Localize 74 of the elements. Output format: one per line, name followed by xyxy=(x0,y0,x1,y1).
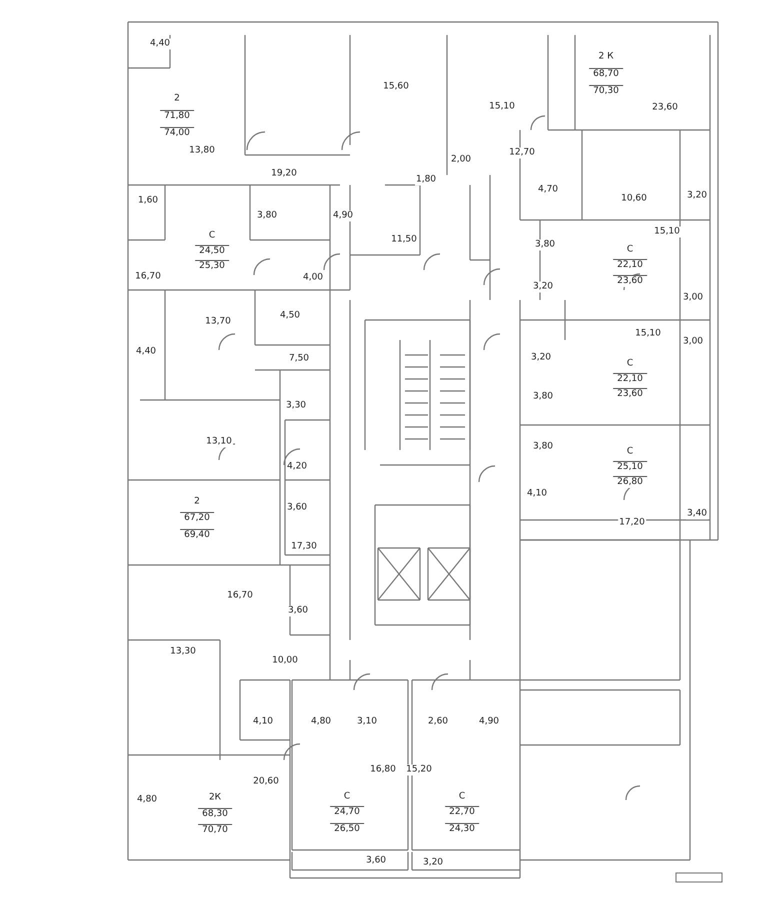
room-area-label: 15,10 xyxy=(634,328,662,340)
apartment-area-label: 22,10 xyxy=(613,259,647,271)
room-area-label: 16,70 xyxy=(134,272,162,282)
apartment-area-label: 70,30 xyxy=(589,85,623,97)
apartment-area-label: 22,10 xyxy=(613,373,647,385)
room-area-label: 3,20 xyxy=(532,282,554,292)
apartment-area-label: 25,10 xyxy=(613,461,647,473)
room-area-label: 2,00 xyxy=(450,154,472,166)
room-area-label: 4,00 xyxy=(302,272,324,284)
apartment-area-label: 70,70 xyxy=(198,824,232,836)
room-area-label: 12,70 xyxy=(508,148,536,158)
room-area-label: 3,20 xyxy=(530,352,552,364)
apartment-area-label: 24,70 xyxy=(330,806,364,818)
apartment-area-label: 23,60 xyxy=(613,388,647,400)
room-area-label: 7,50 xyxy=(288,354,310,364)
room-area-label: 16,70 xyxy=(226,590,254,602)
room-area-label: 3,60 xyxy=(286,606,310,616)
room-area-label: 3,60 xyxy=(286,502,308,514)
apartment-area-label: 26,80 xyxy=(613,476,647,488)
room-area-label: 23,60 xyxy=(651,102,679,114)
room-area-label: 4,20 xyxy=(286,462,308,472)
room-area-label: 4,80 xyxy=(136,794,158,806)
room-area-label: 15,20 xyxy=(405,764,433,776)
apartment-area-label: 26,50 xyxy=(330,823,364,835)
room-area-label: 3,10 xyxy=(356,716,378,728)
room-area-label: 4,40 xyxy=(134,346,158,358)
apartment-area-label: 23,60 xyxy=(613,275,647,287)
room-area-label: 3,00 xyxy=(682,336,704,348)
room-area-label: 4,10 xyxy=(252,716,274,728)
apartment-area-label: 24,50 xyxy=(195,245,229,257)
room-area-label: 2,60 xyxy=(426,716,450,728)
room-area-label: 19,20 xyxy=(270,168,298,180)
apartment-area-label: 24,30 xyxy=(445,823,479,835)
room-area-label: 4,50 xyxy=(278,310,302,322)
apartment-area-label: 69,40 xyxy=(180,529,214,541)
room-area-label: 3,60 xyxy=(364,856,388,866)
room-area-label: 4,90 xyxy=(478,716,500,728)
room-area-label: 20,60 xyxy=(252,776,280,788)
room-area-label: 3,40 xyxy=(686,508,708,520)
apartment-area-label: 22,70 xyxy=(445,806,479,818)
room-area-label: 4,70 xyxy=(536,184,560,196)
room-area-label: 3,80 xyxy=(532,392,554,402)
room-area-label: 1,60 xyxy=(136,196,160,206)
apartment-area-label: 71,80 xyxy=(160,110,194,122)
room-area-label: 17,20 xyxy=(618,518,646,528)
room-area-label: 1,80 xyxy=(414,174,438,186)
room-area-label: 17,30 xyxy=(290,542,318,552)
room-area-label: 4,80 xyxy=(310,716,332,728)
room-area-label: 3,80 xyxy=(532,442,554,452)
room-area-label: 3,30 xyxy=(284,400,308,412)
room-area-label: 15,10 xyxy=(653,226,681,238)
room-area-label: 3,20 xyxy=(422,858,444,868)
room-area-label: 13,70 xyxy=(204,316,232,328)
room-area-label: 3,80 xyxy=(256,210,278,222)
room-area-label: 10,00 xyxy=(271,656,299,666)
room-area-label: 4,40 xyxy=(148,38,172,50)
room-area-label: 4,90 xyxy=(332,210,354,222)
room-area-label: 13,80 xyxy=(188,146,216,156)
apartment-area-label: 68,70 xyxy=(589,68,623,80)
apartment-area-label: 25,30 xyxy=(195,260,229,272)
room-area-label: 3,20 xyxy=(686,190,708,202)
apartment-area-label: 68,30 xyxy=(198,808,232,820)
room-area-label: 13,10 xyxy=(205,436,233,448)
apartment-area-label: 67,20 xyxy=(180,512,214,524)
room-area-label: 10,60 xyxy=(620,194,648,204)
room-area-label: 15,10 xyxy=(488,102,516,112)
room-area-label: 13,30 xyxy=(169,646,197,658)
room-area-label: 15,60 xyxy=(382,82,410,92)
room-area-label: 16,80 xyxy=(369,764,397,776)
room-area-label: 3,00 xyxy=(682,292,704,304)
room-area-label: 4,10 xyxy=(526,488,548,500)
room-area-label: 11,50 xyxy=(390,234,418,246)
apartment-area-label: 74,00 xyxy=(160,127,194,139)
room-area-label: 3,80 xyxy=(534,240,556,250)
